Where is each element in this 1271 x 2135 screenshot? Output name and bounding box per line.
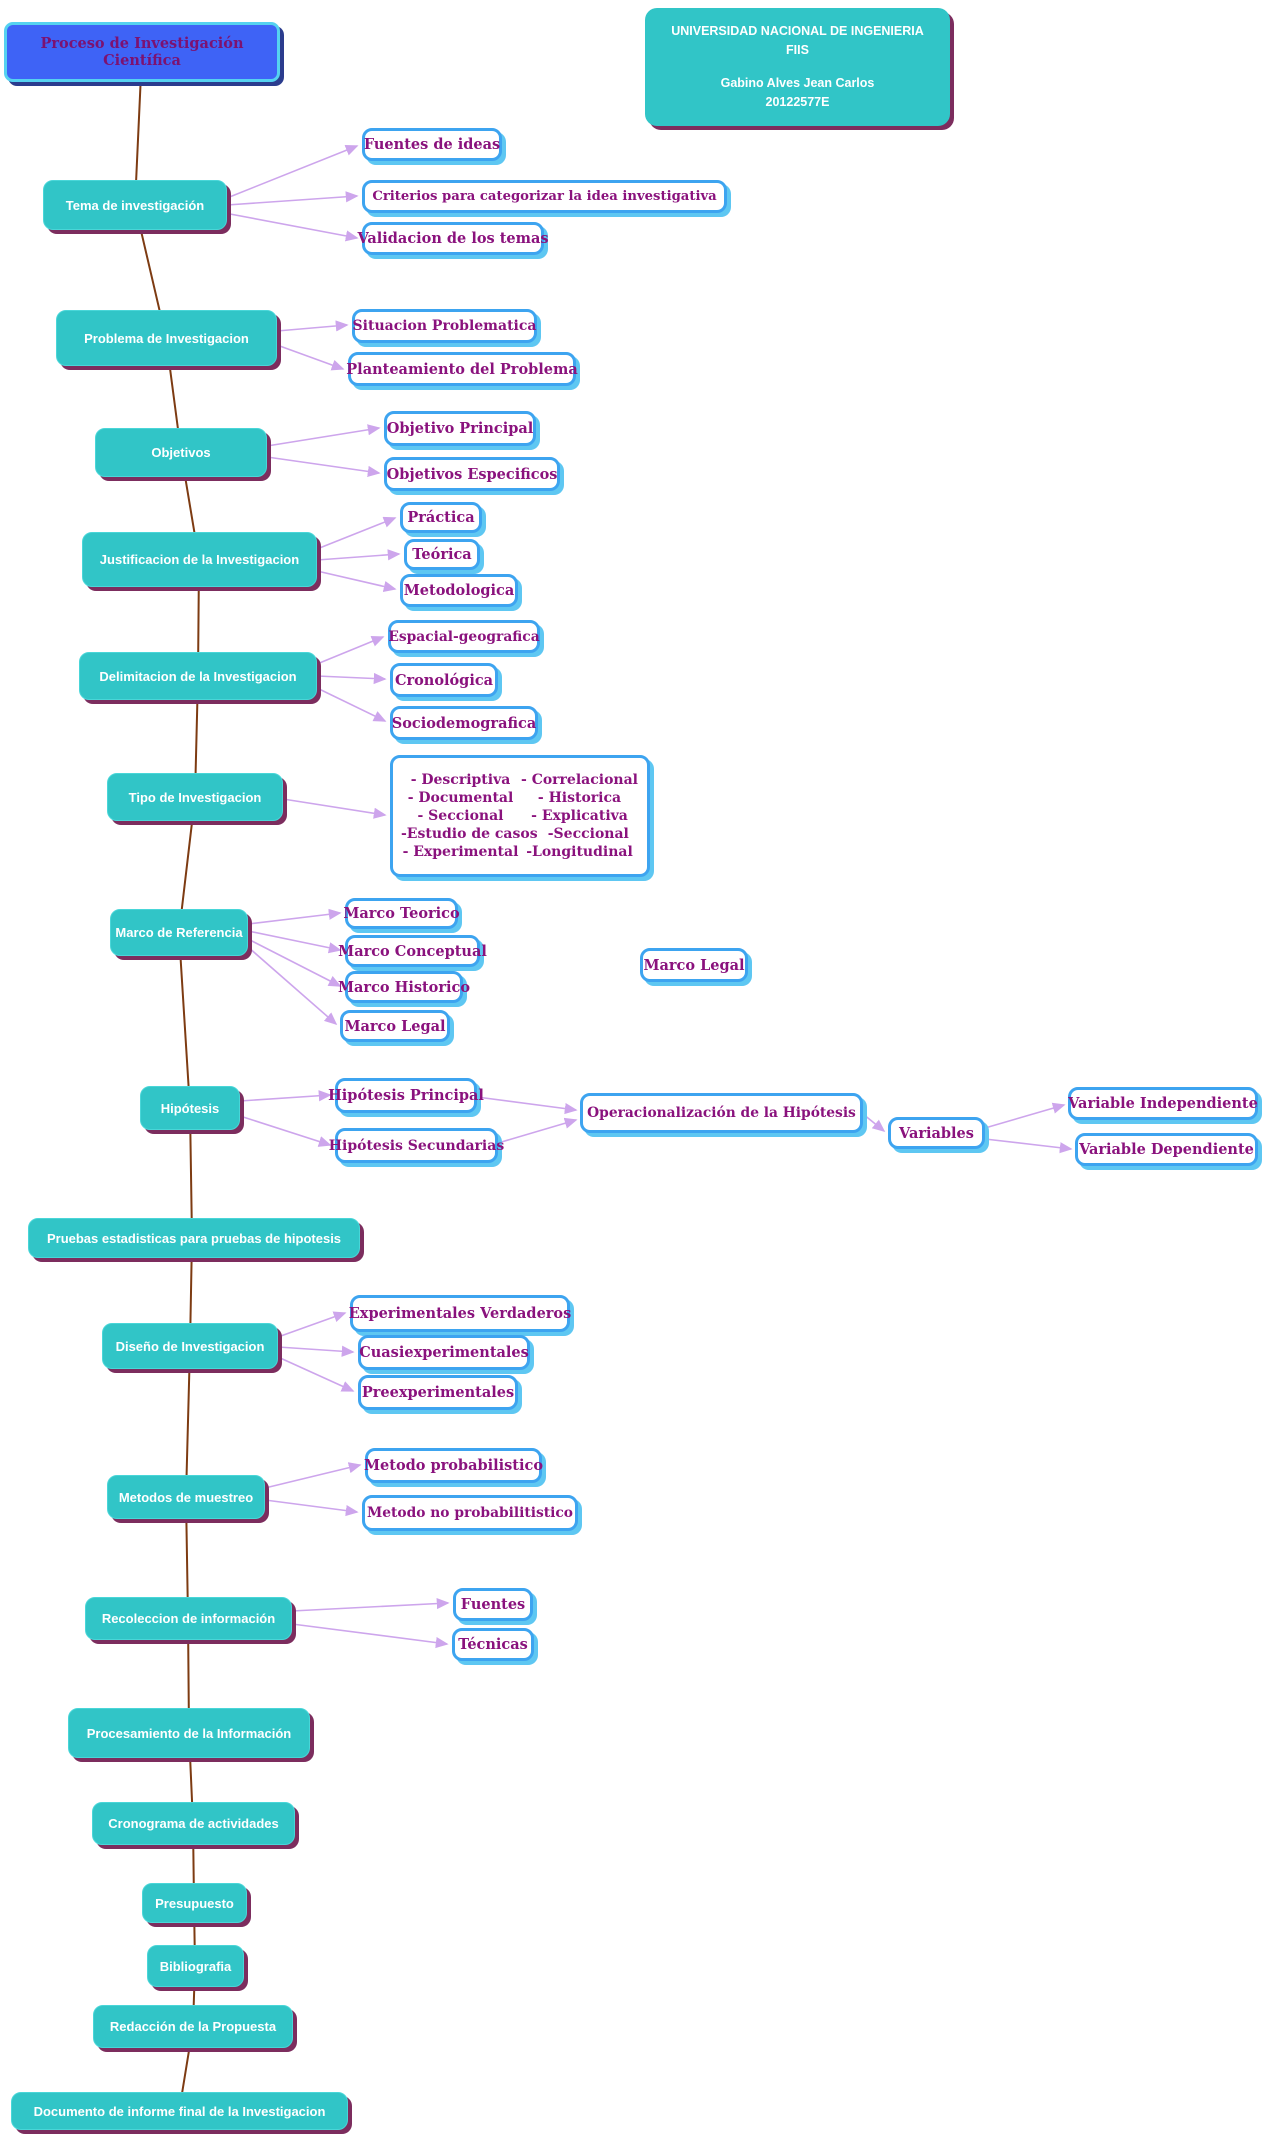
child-cuasiexperimentales[interactable]: Cuasiexperimentales <box>358 1335 530 1370</box>
arrows-justificacion <box>316 516 401 592</box>
child-experimentales-verdaderos[interactable]: Experimentales Verdaderos <box>349 1295 571 1332</box>
tipo-item: - Experimental <box>402 844 519 860</box>
child-cronologica[interactable]: Cronológica <box>390 663 498 697</box>
tipo-item: -Estudio de casos <box>401 826 538 842</box>
child-hipotesis-principal[interactable]: Hipótesis Principal <box>328 1078 484 1113</box>
node-hipotesis[interactable]: Hipótesis <box>140 1086 240 1130</box>
arrows-marco <box>247 908 342 1026</box>
arrows-problema <box>276 320 349 371</box>
tipo-list-row: - Seccional - Explicativa <box>401 808 639 824</box>
tipo-item: - Seccional <box>417 808 504 824</box>
header-faculty: FIIS <box>786 43 809 58</box>
tipo-list-row: - Experimental -Longitudinal <box>401 844 639 860</box>
arrows-diseno <box>277 1311 355 1392</box>
tipo-item: -Longitudinal <box>526 844 633 860</box>
header-box-university[interactable]: UNIVERSIDAD NACIONAL DE INGENIERIA FIIS … <box>645 8 950 126</box>
child-criterios-categorizar[interactable]: Criterios para categorizar la idea inves… <box>362 180 727 213</box>
tipo-item: - Documental <box>407 790 514 806</box>
child-marco-teorico[interactable]: Marco Teorico <box>343 898 460 929</box>
child-metodologica[interactable]: Metodologica <box>400 574 518 607</box>
arrows-tipo <box>282 798 387 819</box>
node-diseno-de-investigacion[interactable]: Diseño de Investigacion <box>102 1323 278 1369</box>
arrows-objetivos <box>266 424 381 477</box>
child-variables[interactable]: Variables <box>888 1117 985 1149</box>
arrows-tema <box>226 144 359 242</box>
child-marco-legal-standalone[interactable]: Marco Legal <box>640 948 748 982</box>
node-metodos-de-muestreo[interactable]: Metodos de muestreo <box>107 1475 265 1519</box>
child-variable-independiente[interactable]: Variable Independiente <box>1068 1087 1258 1120</box>
arrows-hipotesis <box>239 1090 1073 1154</box>
header-code: 20122577E <box>765 94 830 109</box>
tipo-item: -Seccional <box>547 826 629 842</box>
node-documento-final[interactable]: Documento de informe final de la Investi… <box>11 2092 348 2130</box>
child-situacion-problematica[interactable]: Situacion Problematica <box>352 309 537 343</box>
child-fuentes-de-ideas[interactable]: Fuentes de ideas <box>362 128 502 161</box>
child-marco-conceptual[interactable]: Marco Conceptual <box>338 935 487 967</box>
child-espacial-geografica[interactable]: Espacial-geografica <box>388 620 540 653</box>
child-tecnicas[interactable]: Técnicas <box>452 1628 534 1661</box>
node-problema-de-investigacion[interactable]: Problema de Investigacion <box>56 310 277 366</box>
child-planteamiento-problema[interactable]: Planteamiento del Problema <box>346 352 578 386</box>
child-objetivos-especificos[interactable]: Objetivos Especificos <box>384 457 560 491</box>
node-objetivos[interactable]: Objetivos <box>95 428 267 477</box>
node-cronograma[interactable]: Cronograma de actividades <box>92 1802 295 1845</box>
child-variable-dependiente[interactable]: Variable Dependiente <box>1075 1133 1258 1166</box>
child-sociodemografica[interactable]: Sociodemografica <box>390 706 538 740</box>
child-teorica[interactable]: Teórica <box>404 539 480 570</box>
child-operacionalizacion[interactable]: Operacionalización de la Hipótesis <box>580 1093 863 1133</box>
tipo-item: - Explicativa <box>531 808 628 824</box>
tipo-item: - Historica <box>537 790 622 806</box>
child-marco-legal[interactable]: Marco Legal <box>340 1010 450 1042</box>
header-university: UNIVERSIDAD NACIONAL DE INGENIERIA <box>671 24 924 39</box>
header-gap <box>653 61 942 73</box>
node-tipo-de-investigacion[interactable]: Tipo de Investigacion <box>107 773 283 821</box>
node-tema-de-investigacion[interactable]: Tema de investigación <box>43 180 227 230</box>
node-recoleccion-de-informacion[interactable]: Recoleccion de información <box>85 1597 292 1640</box>
tipo-item: - Correlacional <box>521 772 638 788</box>
arrows-metodos <box>264 1462 362 1517</box>
node-delimitacion[interactable]: Delimitacion de la Investigacion <box>79 652 317 700</box>
child-fuentes[interactable]: Fuentes <box>453 1588 533 1621</box>
header-student: Gabino Alves Jean Carlos <box>720 76 875 90</box>
tipo-list-row: -Estudio de casos -Seccional <box>401 826 639 842</box>
child-metodo-no-probabilitistico[interactable]: Metodo no probabilitistico <box>362 1495 578 1531</box>
child-hipotesis-secundarias[interactable]: Hipótesis Secundarias <box>329 1128 504 1163</box>
child-practica[interactable]: Práctica <box>400 502 482 533</box>
child-objetivo-principal[interactable]: Objetivo Principal <box>384 411 536 446</box>
tipo-list-row: - Descriptiva - Correlacional <box>401 772 639 788</box>
root-node-proceso[interactable]: Proceso de Investigación Científica <box>4 22 280 82</box>
child-validacion-temas[interactable]: Validacion de los temas <box>357 222 549 255</box>
node-pruebas-estadisticas[interactable]: Pruebas estadisticas para pruebas de hip… <box>28 1218 360 1258</box>
node-marco-de-referencia[interactable]: Marco de Referencia <box>110 909 248 956</box>
tipo-item: - Descriptiva <box>410 772 511 788</box>
tipo-list-row: - Documental - Historica <box>401 790 639 806</box>
child-metodo-probabilistico[interactable]: Metodo probabilistico <box>364 1448 543 1483</box>
node-justificacion[interactable]: Justificacion de la Investigacion <box>82 532 317 587</box>
node-procesamiento[interactable]: Procesamiento de la Información <box>68 1708 310 1758</box>
node-bibliografia[interactable]: Bibliografia <box>147 1945 244 1987</box>
arrows-recoleccion <box>291 1597 450 1649</box>
child-preexperimentales[interactable]: Preexperimentales <box>358 1375 518 1410</box>
node-redaccion[interactable]: Redacción de la Propuesta <box>93 2005 293 2048</box>
node-presupuesto[interactable]: Presupuesto <box>142 1883 247 1923</box>
child-tipo-lista[interactable]: - Descriptiva - Correlacional - Documenta… <box>390 755 650 877</box>
child-marco-historico[interactable]: Marco Historico <box>338 971 470 1003</box>
arrows-delimitacion <box>316 636 387 722</box>
